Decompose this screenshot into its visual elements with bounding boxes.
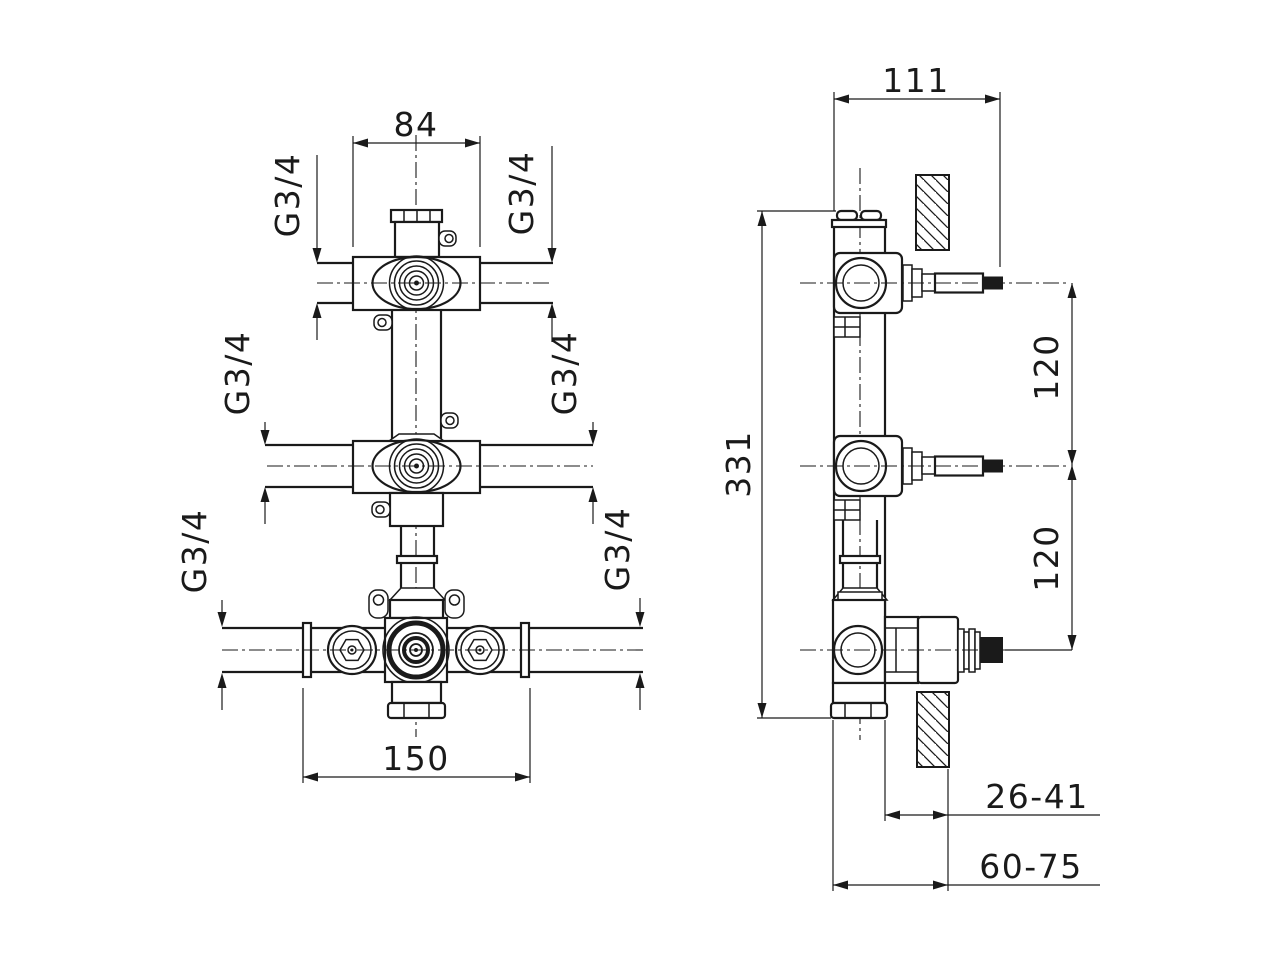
front-view: 84 150 G3/4 G3/4 G3/4 [175,105,645,783]
side-dim-depth-inner: 26-41 [884,720,1100,891]
side-view: 111 331 120 120 [719,61,1100,891]
front-thread-bottom-left: G3/4 [175,509,227,710]
thread-label-top-left: G3/4 [268,153,307,238]
wall-section-bottom [916,691,950,768]
side-bottom-valve [800,591,1072,720]
front-dim-centers: 150 [302,688,531,783]
dim-331-label: 331 [719,430,758,498]
thread-label-mid-right: G3/4 [545,331,584,416]
side-top-valve [800,251,1066,315]
dim-120-upper-label: 120 [1027,333,1066,401]
front-top-bonnet [389,208,457,259]
dim-150-label: 150 [382,739,450,778]
front-top-valve-body [317,255,553,312]
side-dim-depth-outer: 60-75 [832,720,1100,891]
thread-label-bottom-right: G3/4 [598,507,637,592]
side-dim-spacing-bottom: 120 [1027,465,1077,650]
front-bottom-valve [222,589,643,720]
front-thread-bottom-right: G3/4 [598,507,645,710]
dim-26-41-label: 26-41 [985,777,1088,816]
dim-84-label: 84 [394,105,439,144]
front-lower-connector-pipe [371,491,447,601]
front-upper-connector-pipe [373,310,459,441]
side-dim-height: 331 [719,210,836,719]
side-dim-spacing-top: 120 [1027,283,1077,465]
wall-section-top [915,174,950,251]
front-top-pipes [317,261,553,305]
front-thread-top-right: G3/4 [502,146,557,342]
front-thread-mid-right: G3/4 [545,331,598,524]
dim-60-75-label: 60-75 [979,847,1082,886]
thread-label-mid-left: G3/4 [218,331,257,416]
front-middle-pipes [265,443,593,489]
front-middle-valve-body [267,433,593,495]
dim-111-label: 111 [882,61,950,100]
dim-120-lower-label: 120 [1027,524,1066,592]
thread-label-top-right: G3/4 [502,151,541,236]
front-dim-width: 84 [352,105,481,247]
front-thread-mid-left: G3/4 [218,331,270,524]
side-middle-valve [800,434,1066,498]
side-dim-width: 111 [833,61,1001,267]
front-thread-top-left: G3/4 [268,153,322,340]
thread-label-bottom-left: G3/4 [175,509,214,594]
